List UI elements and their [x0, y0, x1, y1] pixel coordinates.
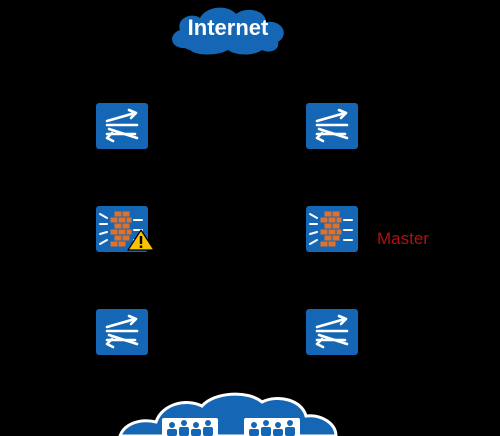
user-group-icon [162, 418, 218, 436]
master-role-label: Master [377, 229, 429, 248]
switch-bottom-right[interactable] [306, 309, 358, 355]
switch-icon [96, 309, 148, 355]
switch-bottom-left[interactable] [96, 309, 148, 355]
switch-top-right[interactable] [306, 103, 358, 149]
switch-icon [306, 103, 358, 149]
internet-label: Internet [187, 15, 269, 40]
user-group-icon [244, 418, 300, 436]
switch-icon [306, 309, 358, 355]
switch-top-left[interactable] [96, 103, 148, 149]
warning-icon [127, 229, 155, 251]
users-cloud-icon [118, 392, 338, 436]
firewall-right[interactable] [306, 206, 358, 252]
switch-icon [96, 103, 148, 149]
cloud-icon [172, 7, 284, 55]
firewall-icon [306, 206, 358, 252]
